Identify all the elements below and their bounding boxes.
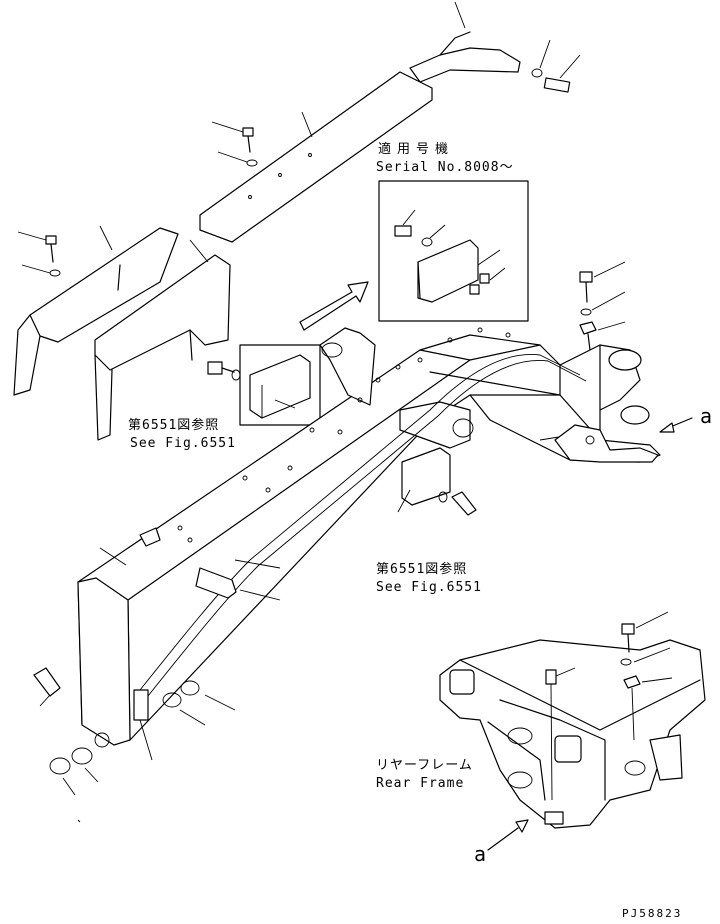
side-cover-right xyxy=(94,254,231,441)
rear-hitch-bracket xyxy=(554,424,659,463)
bolt-rear-upper xyxy=(579,261,626,351)
leader-end-plate xyxy=(99,547,127,566)
leader-front-cover xyxy=(454,1,466,29)
leader-upper-cover xyxy=(301,111,313,138)
shim-1 xyxy=(180,680,200,696)
serial-title-jp: 適用号機 xyxy=(378,142,455,157)
ref-a-bottom: a xyxy=(474,842,488,866)
serial-inset-box xyxy=(378,180,529,322)
leader-shim-2 xyxy=(179,709,206,726)
ref-a-right: a xyxy=(700,404,714,428)
drawing-code: PJ58823 xyxy=(622,907,683,920)
leader-pin-lower xyxy=(139,719,153,761)
leader-shim-3 xyxy=(84,767,99,783)
shim-2 xyxy=(162,692,182,708)
upper-cover-long xyxy=(199,71,433,243)
left-inset-box xyxy=(239,344,321,426)
bolt-left-inset xyxy=(207,361,241,381)
leader-side-cover xyxy=(99,225,113,251)
rear-frame-jp: リヤーフレーム xyxy=(376,758,473,773)
leader-pin-1 xyxy=(234,559,281,569)
see-fig-upper-en: See Fig.6551 xyxy=(130,436,236,451)
main-frame xyxy=(77,327,661,748)
rear-frame-assembly xyxy=(439,639,706,829)
shim-4 xyxy=(49,757,71,775)
leader-pin-2 xyxy=(239,589,281,601)
see-fig-lower-jp: 第6551図参照 xyxy=(376,562,468,577)
leader-side-cover-right xyxy=(189,239,209,263)
serial-title-en: Serial No.8008～ xyxy=(376,160,514,175)
side-cover-left xyxy=(13,227,179,396)
shim-3 xyxy=(71,747,93,765)
see-fig-lower-en: See Fig.6551 xyxy=(376,580,482,595)
arrow-a-bottom-line xyxy=(487,827,519,851)
front-cover-plate xyxy=(409,31,521,83)
leader-shim-1 xyxy=(204,694,236,711)
grease-fitting-left xyxy=(33,667,61,707)
see-fig-upper-jp: 第6551図参照 xyxy=(128,418,220,433)
arrow-to-inset xyxy=(299,281,369,331)
arrow-a-bottom-head xyxy=(515,819,529,833)
bolt-cover-left xyxy=(17,231,61,277)
stray-mark xyxy=(77,819,81,823)
leader-shim-4 xyxy=(62,777,76,796)
bolt-cover-upper xyxy=(211,121,258,167)
guard-pad xyxy=(397,447,451,513)
bolt-rear-lower xyxy=(545,611,673,801)
bolt-cover-right-top xyxy=(531,39,581,93)
rear-frame-en: Rear Frame xyxy=(376,776,465,791)
bolt-pad xyxy=(438,491,477,516)
arrow-a-right-head xyxy=(659,422,675,433)
